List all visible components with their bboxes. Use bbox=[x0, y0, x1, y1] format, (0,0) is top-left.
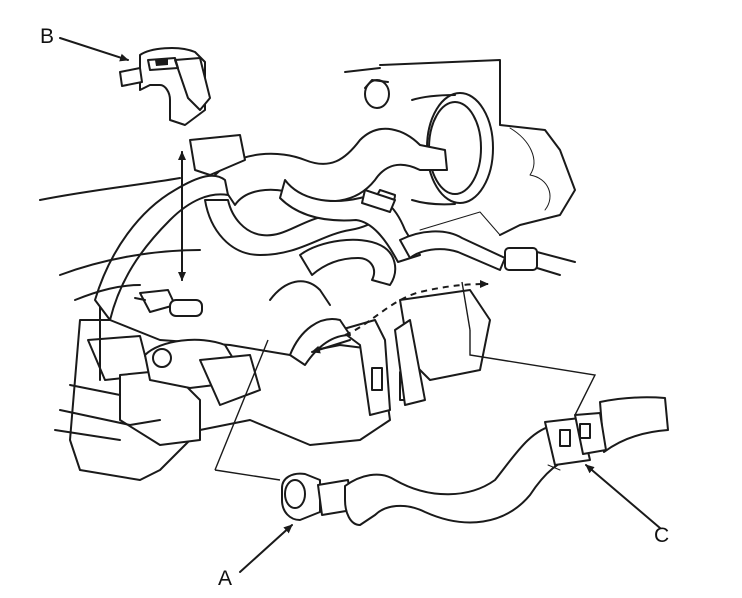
sensor-connector bbox=[134, 289, 203, 317]
callout-label-b: B bbox=[40, 25, 55, 48]
callout-label-c: C bbox=[654, 524, 670, 547]
clip-b bbox=[119, 47, 211, 126]
pointer-a bbox=[239, 524, 293, 573]
rotation-arrow bbox=[344, 280, 489, 336]
engine-block bbox=[344, 59, 576, 236]
callout-label-a: A bbox=[218, 567, 233, 590]
upper-hoses bbox=[204, 127, 576, 286]
rotation-arrow-return bbox=[311, 339, 351, 354]
left-hoses bbox=[39, 134, 246, 321]
lower-harness-hose bbox=[344, 396, 669, 526]
pointer-b bbox=[59, 37, 129, 62]
top-plug bbox=[364, 79, 390, 109]
pointer-c bbox=[585, 464, 661, 529]
canister bbox=[411, 92, 494, 206]
connector-c bbox=[544, 412, 607, 471]
lower-bracket bbox=[54, 280, 491, 481]
connector-a bbox=[281, 472, 353, 521]
leader-lines bbox=[214, 281, 597, 481]
